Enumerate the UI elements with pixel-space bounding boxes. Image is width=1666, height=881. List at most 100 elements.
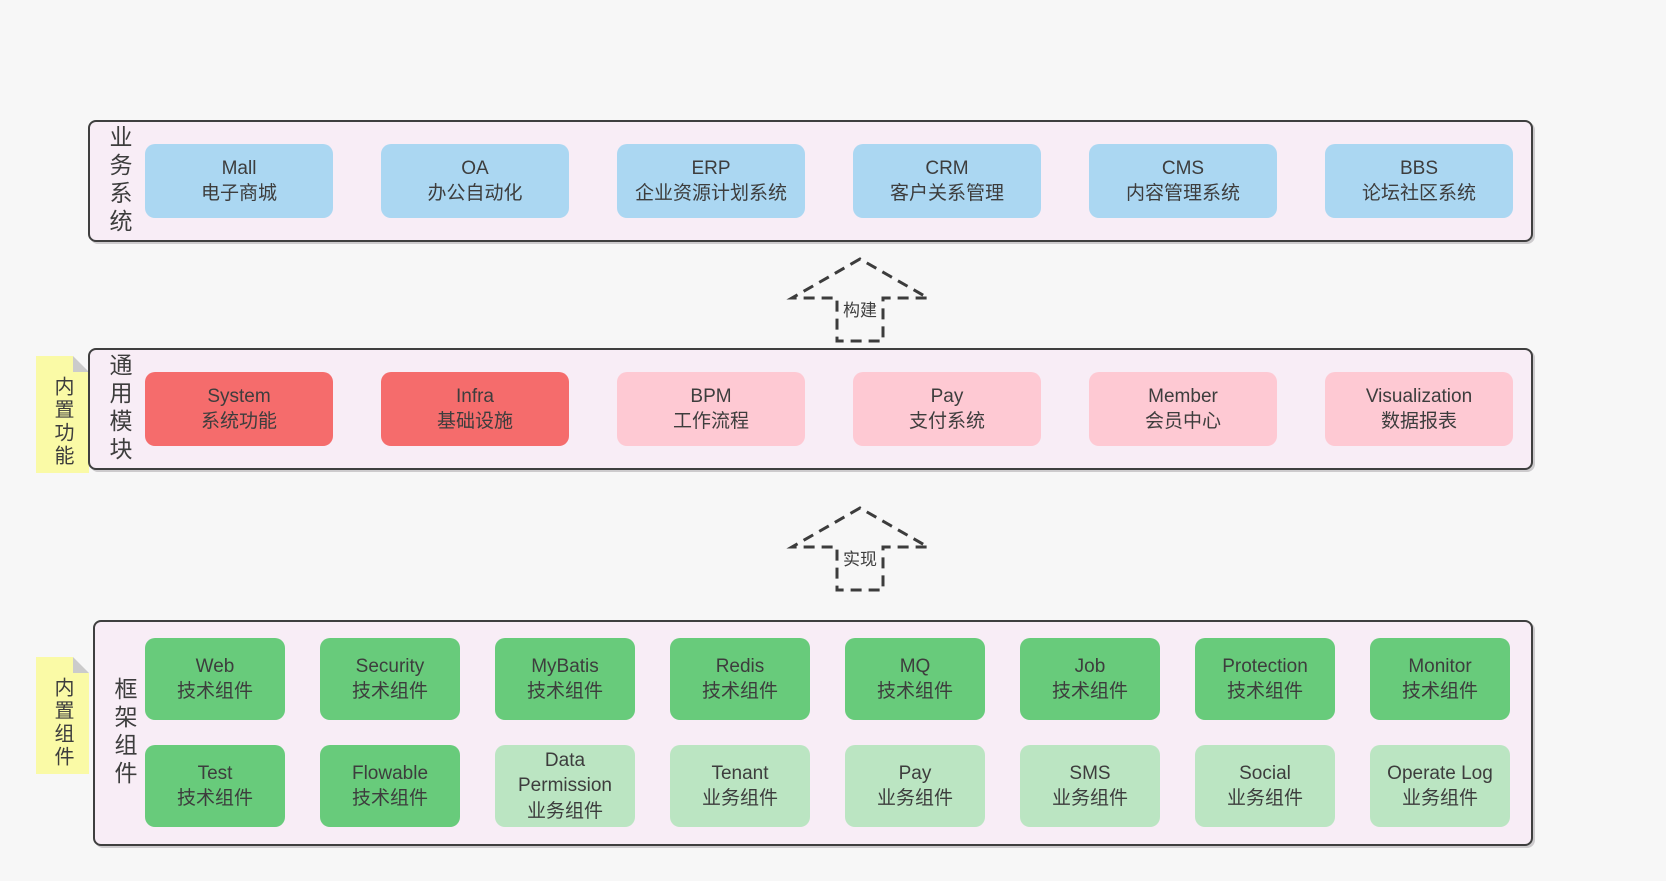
box-subtitle: 技术组件 [176, 788, 253, 809]
box-redis: Redis 技术组件 [670, 638, 810, 720]
arrow-label: 实现 [840, 545, 880, 570]
box-title: Operate Log [1387, 762, 1493, 784]
box-title: CRM [925, 157, 969, 179]
box-title: Tenant [711, 762, 769, 784]
arrow-implement: 实现 [785, 505, 935, 593]
sticky-label: 内置功能 [51, 375, 73, 468]
sticky-built-in-features: 内置功能 [36, 356, 89, 473]
box-subtitle: 内容管理系统 [1125, 183, 1240, 204]
box-title: Data Permission [518, 750, 612, 797]
box-sms: SMS 业务组件 [1020, 745, 1160, 827]
sticky-built-in-components: 内置组件 [36, 657, 89, 774]
box-subtitle: 技术组件 [1401, 681, 1478, 702]
box-mq: MQ 技术组件 [845, 638, 985, 720]
box-subtitle: 业务组件 [876, 788, 953, 809]
box-subtitle: 支付系统 [908, 411, 985, 432]
box-subtitle: 技术组件 [526, 681, 603, 702]
panel-title: 框架组件 [111, 677, 137, 789]
box-mall: Mall 电子商城 [145, 144, 333, 218]
box-visualization: Visualization 数据报表 [1325, 372, 1513, 446]
arrow-label: 构建 [840, 296, 880, 321]
box-title: MyBatis [531, 655, 599, 677]
arrow-build: 构建 [785, 256, 935, 344]
box-oa: OA 办公自动化 [381, 144, 569, 218]
box-title: Test [197, 762, 233, 784]
box-web: Web 技术组件 [145, 638, 285, 720]
box-system: System 系统功能 [145, 372, 333, 446]
box-title: Flowable [351, 762, 429, 784]
box-subtitle: 技术组件 [701, 681, 778, 702]
box-bbs: BBS 论坛社区系统 [1325, 144, 1513, 218]
box-title: BBS [1399, 157, 1439, 179]
box-subtitle: 业务组件 [1401, 788, 1478, 809]
box-tenant: Tenant 业务组件 [670, 745, 810, 827]
box-title: Job [1074, 655, 1106, 677]
box-mybatis: MyBatis 技术组件 [495, 638, 635, 720]
box-subtitle: 业务组件 [1226, 788, 1303, 809]
box-title: Member [1148, 385, 1218, 407]
box-title: CMS [1161, 157, 1205, 179]
box-title: Visualization [1365, 385, 1473, 407]
box-title: OA [461, 157, 489, 179]
box-cms: CMS 内容管理系统 [1089, 144, 1277, 218]
box-subtitle: 论坛社区系统 [1361, 183, 1476, 204]
panel-title: 业务系统 [106, 125, 132, 237]
box-infra: Infra 基础设施 [381, 372, 569, 446]
box-subtitle: 数据报表 [1380, 411, 1457, 432]
dashed-up-arrow-icon [786, 506, 934, 592]
box-subtitle: 客户关系管理 [889, 183, 1004, 204]
box-pay-component: Pay 业务组件 [845, 745, 985, 827]
dashed-up-arrow-icon [786, 257, 934, 343]
box-title: Infra [455, 385, 495, 407]
box-title: MQ [899, 655, 931, 677]
box-subtitle: 电子商城 [200, 183, 277, 204]
framework-row-2: Test 技术组件 Flowable 技术组件 Data Permission 业务组… [145, 745, 1510, 827]
box-title: SMS [1069, 762, 1111, 784]
box-subtitle: 技术组件 [351, 681, 428, 702]
box-test: Test 技术组件 [145, 745, 285, 827]
box-subtitle: 工作流程 [672, 411, 749, 432]
box-title: Mall [221, 157, 257, 179]
box-subtitle: 基础设施 [436, 411, 513, 432]
box-title: Pay [898, 762, 932, 784]
box-crm: CRM 客户关系管理 [853, 144, 1041, 218]
box-title: Protection [1222, 655, 1308, 677]
box-subtitle: 业务组件 [701, 788, 778, 809]
box-subtitle: 会员中心 [1144, 411, 1221, 432]
common-modules-row: System 系统功能 Infra 基础设施 BPM 工作流程 Pay 支付系统 Mem… [145, 372, 1513, 446]
box-job: Job 技术组件 [1020, 638, 1160, 720]
box-subtitle: 技术组件 [351, 788, 428, 809]
box-title: Web [195, 655, 235, 677]
sticky-label: 内置组件 [51, 676, 73, 769]
box-subtitle: 技术组件 [1051, 681, 1128, 702]
box-subtitle: 办公自动化 [427, 183, 523, 204]
box-title: Pay [930, 385, 964, 407]
box-member: Member 会员中心 [1089, 372, 1277, 446]
box-subtitle: 业务组件 [1051, 788, 1128, 809]
box-title: Social [1239, 762, 1291, 784]
box-title: Redis [715, 655, 765, 677]
box-title: Monitor [1408, 655, 1472, 677]
box-subtitle: 技术组件 [876, 681, 953, 702]
box-subtitle: 技术组件 [1226, 681, 1303, 702]
box-subtitle: 业务组件 [526, 800, 603, 822]
box-data-permission: Data Permission 业务组件 [495, 745, 635, 827]
box-monitor: Monitor 技术组件 [1370, 638, 1510, 720]
box-title: System [207, 385, 271, 407]
box-subtitle: 技术组件 [176, 681, 253, 702]
box-protection: Protection 技术组件 [1195, 638, 1335, 720]
box-flowable: Flowable 技术组件 [320, 745, 460, 827]
box-subtitle: 企业资源计划系统 [634, 183, 787, 204]
box-bpm: BPM 工作流程 [617, 372, 805, 446]
box-title: BPM [690, 385, 732, 407]
box-pay-module: Pay 支付系统 [853, 372, 1041, 446]
box-subtitle: 系统功能 [200, 411, 277, 432]
